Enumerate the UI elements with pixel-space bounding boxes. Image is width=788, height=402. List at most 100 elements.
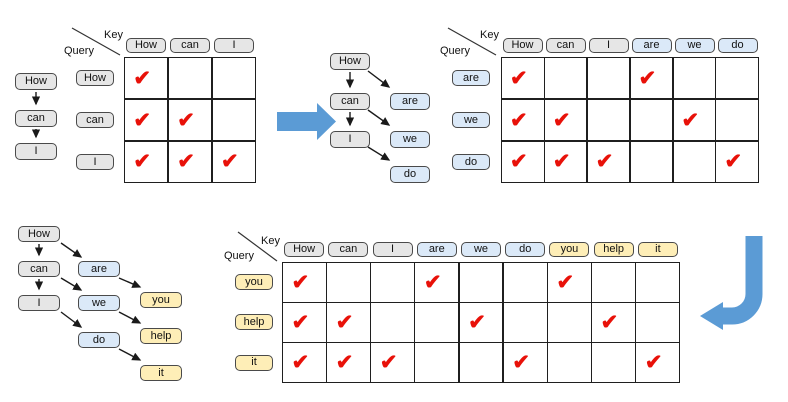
checkmark-icon: ✔ (468, 310, 486, 334)
matrix-cell (212, 99, 255, 141)
key-box-can: can (328, 242, 369, 257)
matrix-cell (592, 343, 635, 382)
matrix-cell: ✔ (503, 343, 547, 382)
matrix-cell (636, 263, 679, 302)
checkmark-icon: ✔ (552, 150, 571, 174)
checkmark-icon: ✔ (509, 108, 528, 132)
attention-grid: ✔✔✔✔✔✔✔✔✔ (501, 57, 759, 183)
matrix-cell: ✔ (544, 141, 587, 182)
checkmark-icon: ✔ (509, 150, 528, 174)
matrix-cell (547, 343, 591, 382)
corner-diagonal-line (71, 27, 121, 56)
checkmark-icon: ✔ (177, 108, 195, 132)
checkmark-icon: ✔ (291, 270, 310, 294)
matrix-cell: ✔ (502, 141, 544, 182)
key-axis-label: Key (104, 29, 123, 41)
chain-node-can: can (330, 93, 370, 110)
key-box-we: we (460, 242, 501, 257)
attention-grid: ✔✔✔✔✔✔✔✔✔✔✔✔ (282, 262, 680, 383)
corner-diagonal-line (237, 231, 278, 262)
chain-node-are: are (78, 261, 120, 277)
query-box-are: are (452, 70, 490, 86)
query-box-i: I (76, 154, 114, 170)
key-box-how: How (502, 37, 543, 53)
checkmark-icon: ✔ (509, 66, 528, 90)
checkmark-icon: ✔ (133, 150, 151, 174)
checkmark-icon: ✔ (681, 108, 700, 132)
key-box-can: can (170, 37, 210, 53)
chain-node-can: can (18, 261, 60, 277)
matrix-cell (459, 263, 503, 302)
checkmark-icon: ✔ (133, 66, 151, 90)
matrix-cell (415, 343, 459, 382)
chain-node-we: we (78, 295, 120, 311)
chain-node-can: can (15, 110, 57, 127)
matrix-cell (503, 263, 547, 302)
matrix-cell: ✔ (125, 99, 168, 141)
query-box-can: can (76, 112, 114, 128)
key-box-how: How (126, 37, 166, 53)
key-box-can: can (545, 37, 586, 53)
matrix-cell: ✔ (327, 343, 370, 382)
matrix-cell: ✔ (630, 58, 673, 99)
chain-node-are: are (390, 93, 430, 110)
matrix-cell: ✔ (544, 99, 587, 141)
diagonal-arrow-icon (367, 70, 391, 88)
matrix-cell: ✔ (125, 141, 168, 182)
checkmark-icon: ✔ (335, 310, 354, 334)
diagonal-arrow-icon (118, 277, 142, 288)
matrix-cell (587, 58, 630, 99)
chain-node-do: do (78, 332, 120, 348)
checkmark-icon: ✔ (724, 150, 743, 174)
matrix-cell (371, 303, 415, 342)
matrix-cell (459, 343, 503, 382)
matrix-cell (371, 263, 415, 302)
diagonal-arrow-icon (367, 146, 391, 161)
query-box-help: help (235, 314, 273, 331)
matrix-cell: ✔ (587, 141, 630, 182)
chain-node-it: it (140, 365, 182, 381)
matrix-cell (592, 263, 635, 302)
query-box-it: it (235, 354, 273, 371)
key-box-how: How (284, 242, 325, 257)
chain-node-you: you (140, 292, 182, 308)
chain-node-help: help (140, 328, 182, 344)
query-label-column: are we do (446, 57, 496, 183)
matrix-cell: ✔ (502, 99, 544, 141)
diagonal-arrow-icon (118, 311, 142, 324)
matrix-cell: ✔ (283, 263, 326, 302)
checkmark-icon: ✔ (335, 351, 354, 375)
matrix-cell: ✔ (592, 303, 635, 342)
matrix-cell (327, 263, 370, 302)
matrix-cell (547, 303, 591, 342)
chain-node-how: How (18, 226, 60, 242)
checkmark-icon: ✔ (556, 270, 575, 294)
chain-node-do: do (390, 166, 430, 183)
query-box-we: we (452, 112, 490, 128)
matrix-cell: ✔ (327, 303, 370, 342)
key-box-do: do (505, 242, 546, 257)
matrix-cell: ✔ (673, 99, 716, 141)
matrix-cell (503, 303, 547, 342)
key-axis-label: Key (480, 29, 499, 41)
matrix-corner: Key Query (440, 22, 500, 58)
matrix-cell (415, 303, 459, 342)
key-box-i: I (214, 37, 254, 53)
matrix-cell: ✔ (371, 343, 415, 382)
matrix-cell: ✔ (125, 58, 168, 99)
query-box-how: How (76, 70, 114, 86)
attention-grid: ✔✔✔✔✔✔ (124, 57, 256, 183)
matrix-cell (673, 141, 716, 182)
checkmark-icon: ✔ (379, 351, 398, 375)
matrix-cell (212, 58, 255, 99)
query-axis-label: Query (224, 250, 254, 262)
query-box-do: do (452, 154, 490, 170)
checkmark-icon: ✔ (600, 310, 619, 334)
matrix-cell (673, 58, 716, 99)
key-box-i: I (372, 242, 413, 257)
